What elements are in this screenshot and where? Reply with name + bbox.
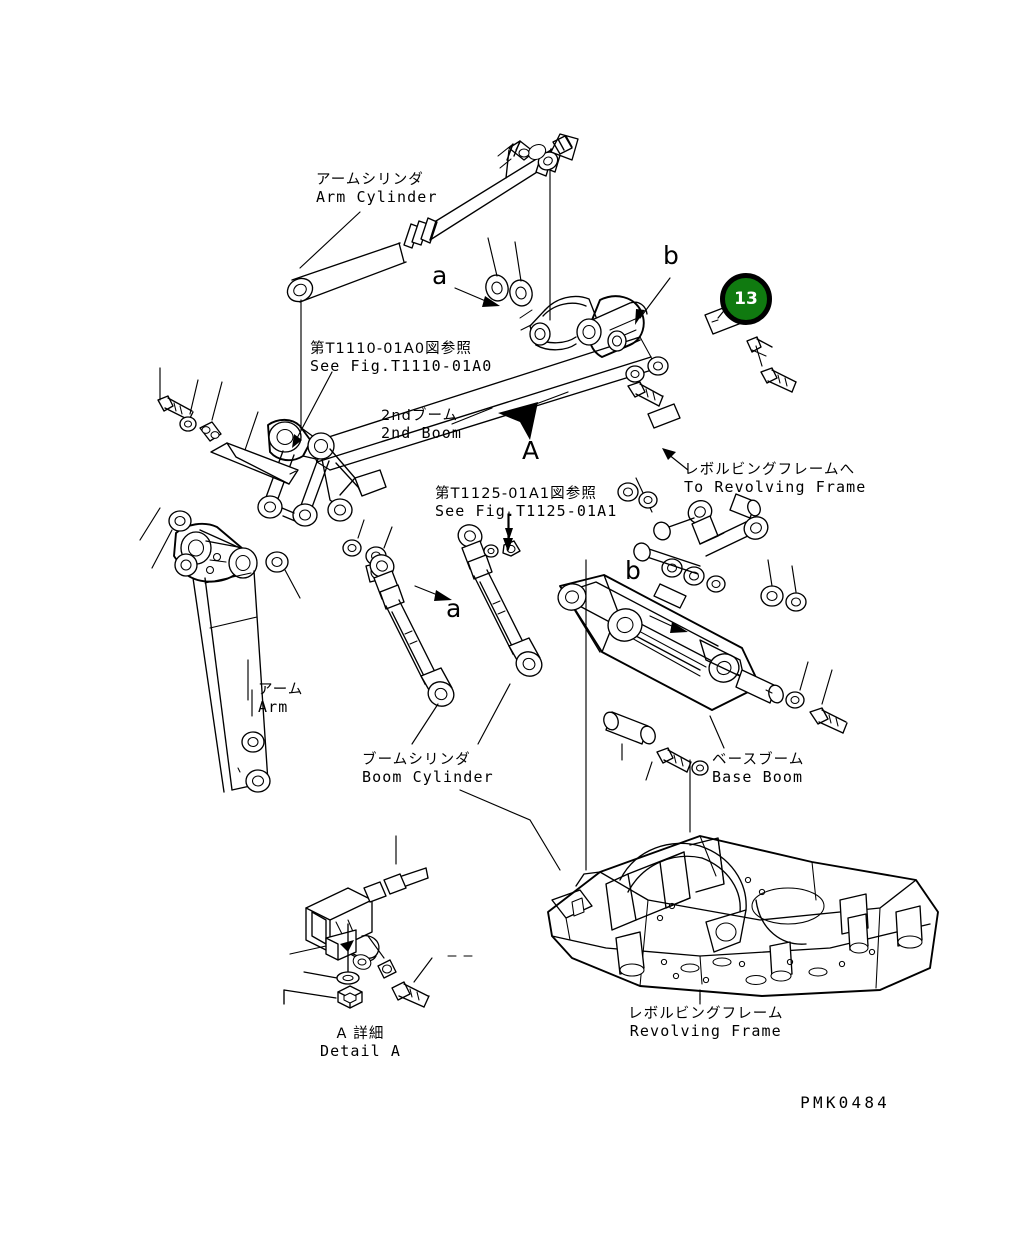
label-detail-a-jp: A 詳細	[336, 1026, 385, 1042]
label-see-fig-t1125[interactable]: 第T1125-01A1図参照 See Fig.T1125-01A1	[435, 486, 617, 520]
label-arm-jp: アーム	[258, 682, 304, 698]
positioning-link-assembly	[633, 477, 769, 575]
label-revolving-frame-jp: レボルビングフレーム	[628, 1006, 784, 1022]
label-arm-cylinder: アームシリンダ Arm Cylinder	[316, 172, 438, 206]
label-to-revolving-frame-en: To Revolving Frame	[684, 477, 867, 496]
label-boom-cylinder-en: Boom Cylinder	[362, 767, 494, 786]
label-to-revolving-frame: レボルビングフレームへ To Revolving Frame	[684, 462, 866, 496]
label-base-boom-en: Base Boom	[712, 767, 804, 786]
detail-a-assembly	[283, 835, 473, 1009]
revolving-frame-assembly	[547, 559, 939, 1001]
label-revolving-frame: レボルビングフレーム Revolving Frame	[628, 1006, 784, 1040]
callout-letter-b-upper: b	[663, 241, 679, 270]
arm-assembly	[173, 522, 271, 793]
label-arm-cylinder-jp: アームシリンダ	[316, 172, 424, 188]
label-to-revolving-frame-jp: レボルビングフレームへ	[684, 462, 856, 478]
label-detail-a: A 詳細 Detail A	[320, 1026, 401, 1060]
label-see-fig-t1110-en: See Fig.T1110-01A0	[310, 356, 493, 375]
label-second-boom-en: 2nd Boom	[381, 423, 463, 442]
arm-hardware-group	[139, 507, 301, 599]
label-see-fig-t1110[interactable]: 第T1110-01A0図参照 See Fig.T1110-01A0	[310, 341, 492, 375]
section-mark-a: A	[522, 436, 540, 465]
callout-letter-a-upper: a	[432, 261, 448, 290]
label-arm-en: Arm	[258, 697, 289, 716]
part-callout-badge-13[interactable]: 13	[720, 273, 772, 325]
label-base-boom-jp: ベースブーム	[712, 752, 805, 768]
drawing-number: PMK0484	[800, 1093, 890, 1112]
label-revolving-frame-en: Revolving Frame	[629, 1021, 782, 1040]
label-boom-cylinder: ブームシリンダ Boom Cylinder	[362, 752, 494, 786]
callout-letter-a-lower: a	[446, 594, 462, 623]
label-see-fig-t1125-en: See Fig.T1125-01A1	[435, 501, 618, 520]
cylinder-nut-hardware	[483, 511, 521, 558]
boom-cylinder-right	[457, 524, 543, 677]
label-detail-a-en: Detail A	[320, 1041, 402, 1060]
label-arm-cylinder-en: Arm Cylinder	[316, 187, 438, 206]
boom-cylinder-left	[369, 554, 455, 707]
second-boom-assembly	[257, 295, 656, 527]
base-boom-assembly	[557, 558, 848, 781]
arm-cylinder-assembly	[286, 133, 579, 431]
label-base-boom: ベースブーム Base Boom	[712, 752, 804, 786]
label-second-boom-jp: 2ndブーム	[381, 408, 459, 424]
label-leader-lines	[251, 211, 797, 1005]
label-boom-cylinder-jp: ブームシリンダ	[362, 752, 471, 768]
label-see-fig-t1125-jp: 第T1125-01A1図参照	[435, 486, 597, 502]
part-callout-badge-13-number: 13	[734, 288, 758, 309]
callout-letter-b-lower: b	[625, 556, 641, 585]
label-second-boom: 2ndブーム 2nd Boom	[381, 408, 462, 442]
label-see-fig-t1110-jp: 第T1110-01A0図参照	[310, 341, 472, 357]
label-arm: アーム Arm	[258, 682, 304, 716]
